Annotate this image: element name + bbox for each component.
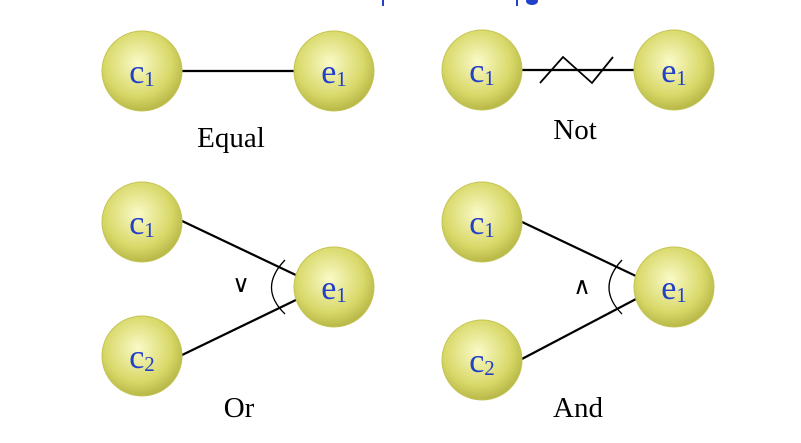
and-cause-bottom-sub: 2 [484, 356, 495, 380]
svg-text:e1: e1 [661, 53, 687, 90]
not-effect-letter: e [661, 53, 676, 90]
equal-effect-letter: e [321, 54, 336, 91]
and-connector-bottom [519, 297, 639, 361]
and-effect-sub: 1 [676, 283, 687, 307]
and-cause-bottom-node: c2 [441, 319, 523, 401]
svg-text:c2: c2 [129, 339, 155, 376]
not-cause-letter: c [469, 53, 484, 90]
svg-text:c1: c1 [129, 54, 155, 91]
svg-text:e1: e1 [321, 54, 347, 91]
and-cause-top-node: c1 [441, 181, 523, 263]
not-effect-sub: 1 [676, 66, 687, 90]
or-effect-sub: 1 [336, 283, 347, 307]
and-cause-top-sub: 1 [484, 218, 495, 242]
cropped-title-fragment [382, 0, 538, 6]
panel-equal: c1 e1 Equal [101, 30, 375, 154]
panel-and: ∧ c1 c2 e1 And [441, 181, 715, 424]
panel-not: c1 e1 Not [441, 29, 715, 146]
and-cause-top-letter: c [469, 205, 484, 242]
or-cause-top-sub: 1 [144, 218, 155, 242]
or-effect-node: e1 [293, 246, 375, 328]
and-caption: And [553, 392, 603, 424]
not-cause-sub: 1 [484, 66, 495, 90]
or-cause-top-node: c1 [101, 181, 183, 263]
svg-text:e1: e1 [661, 270, 687, 307]
or-effect-letter: e [321, 270, 336, 307]
or-cause-bottom-letter: c [129, 339, 144, 376]
equal-cause-node: c1 [101, 30, 183, 112]
or-cause-bottom-node: c2 [101, 315, 183, 397]
or-caption: Or [224, 392, 255, 424]
not-cause-node: c1 [441, 29, 523, 111]
not-caption: Not [553, 114, 597, 146]
and-cause-bottom-letter: c [469, 343, 484, 380]
and-effect-letter: e [661, 270, 676, 307]
equal-effect-sub: 1 [336, 67, 347, 91]
panel-or: ∨ c1 c2 e1 Or [101, 181, 375, 424]
and-operator-symbol: ∧ [573, 272, 591, 300]
equal-cause-letter: c [129, 54, 144, 91]
or-operator-symbol: ∨ [232, 270, 250, 298]
or-connector-top [179, 219, 301, 278]
equal-effect-node: e1 [293, 30, 375, 112]
svg-text:c2: c2 [469, 343, 495, 380]
svg-text:c1: c1 [129, 205, 155, 242]
not-effect-node: e1 [633, 29, 715, 111]
not-zigzag-mark [539, 55, 614, 85]
and-effect-node: e1 [633, 246, 715, 328]
svg-text:c1: c1 [469, 53, 495, 90]
or-operator-arc [271, 259, 286, 315]
svg-text:e1: e1 [321, 270, 347, 307]
equal-caption: Equal [197, 122, 265, 154]
equal-cause-sub: 1 [144, 67, 155, 91]
svg-text:c1: c1 [469, 205, 495, 242]
and-operator-arc [608, 259, 623, 315]
or-cause-bottom-sub: 2 [144, 352, 155, 376]
and-connector-top [519, 220, 639, 278]
or-connector-bottom [179, 297, 301, 357]
or-cause-top-letter: c [129, 205, 144, 242]
